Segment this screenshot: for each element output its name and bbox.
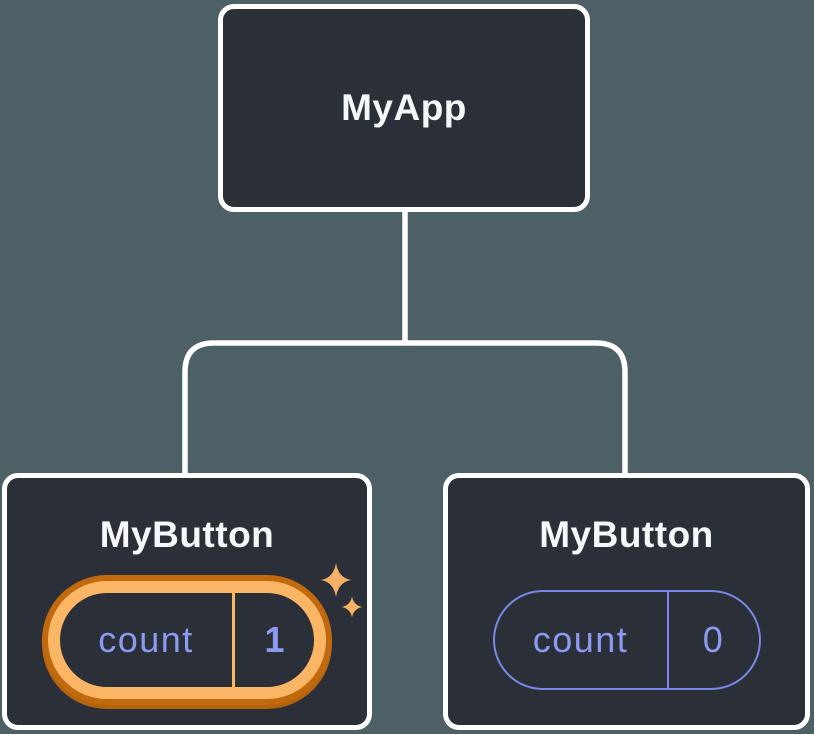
state-name-cell: count [60, 593, 232, 687]
node-mybutton-right: MyButton count 0 [443, 473, 810, 730]
node-myapp-label: MyApp [341, 87, 467, 128]
pill-divider [666, 592, 669, 688]
node-mybutton-left-label: MyButton [99, 514, 275, 555]
node-mybutton-right-label: MyButton [539, 514, 714, 555]
node-mybutton-left: MyButton count 1 [2, 473, 372, 730]
sparkles-icon [321, 563, 363, 618]
state-value: 0 [702, 619, 725, 660]
state-pill-default: count 0 [492, 590, 761, 690]
node-myapp: MyApp [218, 4, 590, 212]
state-pill-highlighted: count 1 [48, 581, 326, 699]
state-name: count [98, 619, 194, 660]
state-value-cell: 1 [235, 593, 314, 687]
pill-divider [232, 593, 235, 687]
state-value-cell: 0 [669, 592, 759, 688]
state-value: 1 [264, 619, 285, 660]
state-name: count [532, 619, 629, 660]
state-name-cell: count [495, 592, 667, 688]
